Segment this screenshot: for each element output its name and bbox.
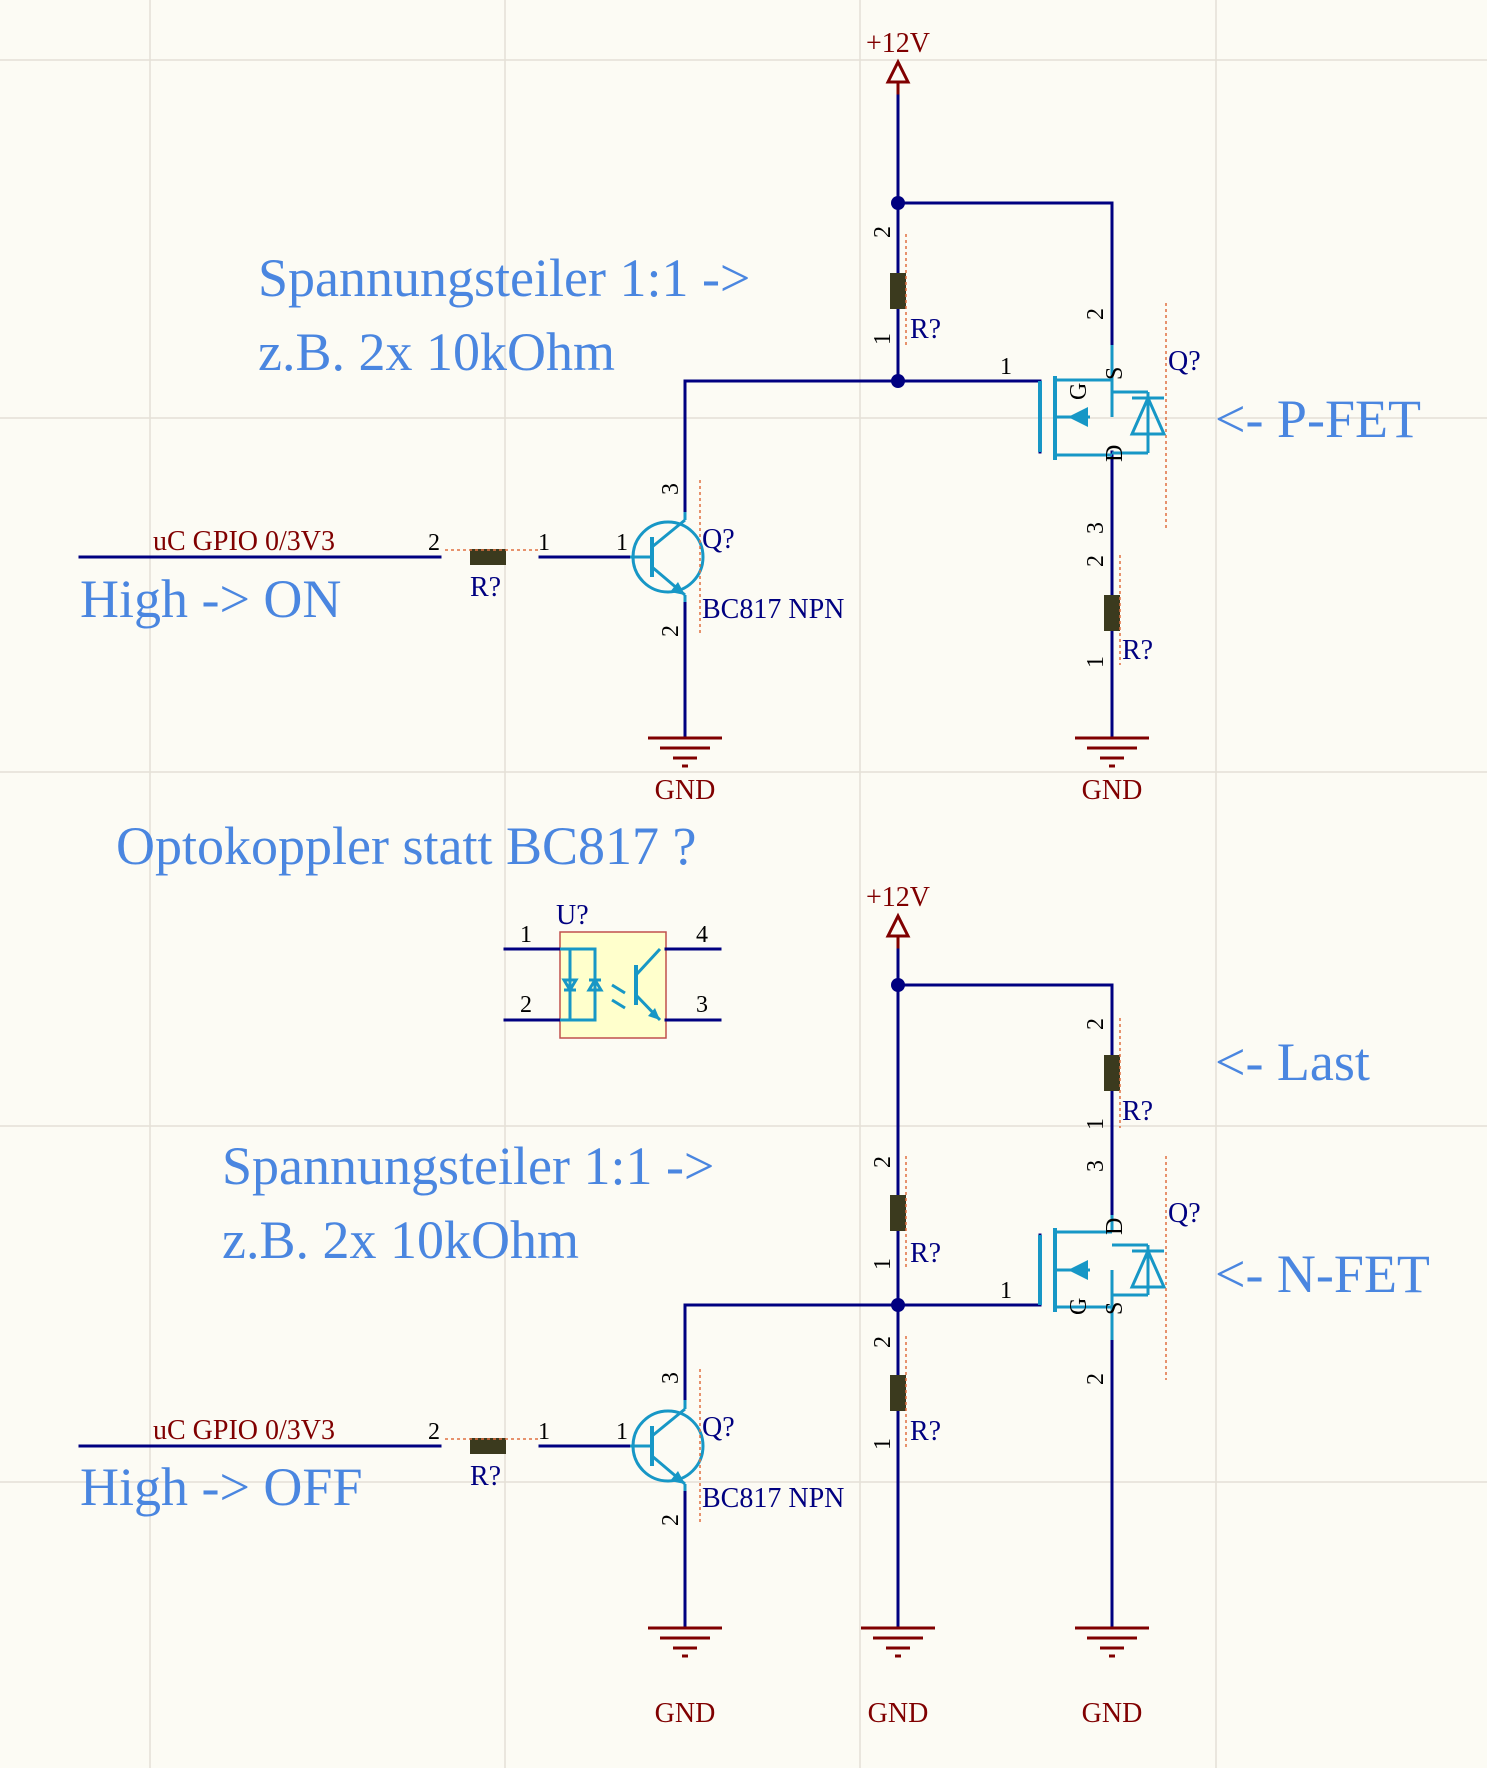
junction: [891, 196, 905, 210]
pin-number: 3: [658, 1372, 684, 1384]
note-divider-line2: z.B. 2x 10kOhm: [222, 1210, 579, 1270]
transistor-designator: Q?: [1168, 1198, 1201, 1229]
pin-number: 1: [1000, 354, 1012, 380]
pin-number: 2: [658, 625, 684, 637]
gnd-label: GND: [1082, 775, 1143, 806]
optocoupler[interactable]: 1 2 4 3 U?: [503, 900, 722, 1039]
note-high-on: High -> ON: [80, 569, 341, 629]
gate-pin-label: G: [1066, 383, 1092, 400]
pfet-transistor[interactable]: 1 2 3 G S D Q?: [1000, 303, 1201, 534]
transistor-designator: Q?: [702, 524, 735, 555]
vcc-symbol-bottom[interactable]: +12V: [866, 882, 930, 950]
junction: [891, 978, 905, 992]
drain-pin-label: D: [1102, 1218, 1128, 1235]
resistor-designator: R?: [470, 572, 501, 603]
note-divider-line2: z.B. 2x 10kOhm: [258, 322, 615, 382]
gnd-label: GND: [655, 1698, 716, 1729]
drain-pin-label: D: [1102, 445, 1128, 462]
opto-designator: U?: [556, 900, 589, 931]
pin-number: 2: [1083, 1373, 1109, 1385]
vcc-symbol-top[interactable]: +12V: [866, 28, 930, 96]
pin-number: 1: [1083, 1118, 1109, 1130]
pin-number: 1: [1000, 1278, 1012, 1304]
pin-number: 1: [616, 530, 628, 556]
pin-number: 3: [1083, 1160, 1109, 1172]
gnd-symbol[interactable]: GND: [1075, 736, 1149, 806]
pin-number: 2: [658, 1514, 684, 1526]
pin-number: 2: [520, 992, 532, 1018]
gnd-symbol[interactable]: GND: [648, 1626, 722, 1729]
vcc-label: +12V: [866, 28, 930, 59]
gnd-symbol[interactable]: GND: [648, 736, 722, 806]
note-last: <- Last: [1215, 1032, 1370, 1092]
gate-pin-label: G: [1066, 1298, 1092, 1315]
note-opto-question: Optokoppler statt BC817 ?: [116, 816, 696, 876]
pin-number: 4: [696, 922, 708, 948]
wires-top[interactable]: [78, 94, 1114, 740]
transistor-part-number: BC817 NPN: [702, 594, 844, 625]
note-pfet: <- P-FET: [1215, 389, 1421, 449]
gnd-label: GND: [655, 775, 716, 806]
gnd-label: GND: [868, 1698, 929, 1729]
junction: [891, 1298, 905, 1312]
resistor-designator: R?: [1122, 1096, 1153, 1127]
pin-number: 1: [1083, 656, 1109, 668]
net-label-gpio[interactable]: uC GPIO 0/3V3: [153, 526, 335, 557]
vcc-label: +12V: [866, 882, 930, 913]
pin-number: 2: [870, 226, 896, 238]
pin-number: 2: [870, 1156, 896, 1168]
pin-number: 3: [696, 992, 708, 1018]
resistor-divider-lower[interactable]: 2 1 R?: [870, 1336, 941, 1450]
resistor-divider-upper[interactable]: 2 1 R?: [870, 1156, 941, 1270]
pin-number: 2: [1083, 1018, 1109, 1030]
note-divider-line1: Spannungsteiler 1:1 ->: [222, 1136, 714, 1196]
pin-number: 2: [1083, 555, 1109, 567]
source-pin-label: S: [1102, 367, 1128, 380]
pin-number: 1: [870, 333, 896, 345]
junction: [891, 374, 905, 388]
bottom-circuit: +12V uC GPIO 0/3V3 2 1 R?: [78, 882, 1430, 1729]
transistor-part-number: BC817 NPN: [702, 1483, 844, 1514]
nfet-transistor[interactable]: 1 3 2 G D S Q?: [1000, 1156, 1201, 1385]
gnd-label: GND: [1082, 1698, 1143, 1729]
note-high-off: High -> OFF: [80, 1457, 363, 1517]
gnd-symbol[interactable]: GND: [861, 1626, 935, 1729]
top-circuit: +12V uC GPIO 0/3V3 2 1 R?: [78, 28, 1421, 806]
pin-number: 1: [538, 1419, 550, 1445]
source-pin-label: S: [1102, 1302, 1128, 1315]
gnd-symbol[interactable]: GND: [1075, 1626, 1149, 1729]
pin-number: 2: [428, 530, 440, 556]
pin-number: 2: [870, 1336, 896, 1348]
pin-number: 1: [870, 1258, 896, 1270]
wires-bottom[interactable]: [78, 948, 1114, 1630]
pin-number: 1: [616, 1419, 628, 1445]
resistor-base-bottom[interactable]: 2 1 R?: [428, 1419, 550, 1492]
pin-number: 3: [658, 483, 684, 495]
pin-number: 1: [538, 530, 550, 556]
transistor-designator: Q?: [1168, 346, 1201, 377]
note-nfet: <- N-FET: [1215, 1244, 1430, 1304]
pin-number: 1: [870, 1438, 896, 1450]
pin-number: 3: [1083, 522, 1109, 534]
resistor-designator: R?: [910, 1416, 941, 1447]
transistor-designator: Q?: [702, 1412, 735, 1443]
pin-number: 2: [1083, 308, 1109, 320]
resistor-designator: R?: [910, 314, 941, 345]
pin-number: 2: [428, 1419, 440, 1445]
resistor-base-top[interactable]: 2 1 R?: [428, 530, 550, 603]
note-divider-line1: Spannungsteiler 1:1 ->: [258, 248, 750, 308]
resistor-designator: R?: [1122, 635, 1153, 666]
resistor-designator: R?: [910, 1238, 941, 1269]
pin-number: 1: [520, 922, 532, 948]
resistor-load-top[interactable]: 2 1 R?: [1083, 555, 1153, 668]
npn-transistor-bottom[interactable]: 1 3 2 Q? BC817 NPN: [616, 1369, 844, 1526]
net-label-gpio[interactable]: uC GPIO 0/3V3: [153, 1415, 335, 1446]
resistor-load-bottom[interactable]: 2 1 R?: [1083, 1018, 1153, 1130]
resistor-designator: R?: [470, 1461, 501, 1492]
resistor-pullup-top[interactable]: 2 1 R?: [870, 226, 941, 348]
npn-transistor-top[interactable]: 1 3 2 Q? BC817 NPN: [616, 480, 844, 637]
